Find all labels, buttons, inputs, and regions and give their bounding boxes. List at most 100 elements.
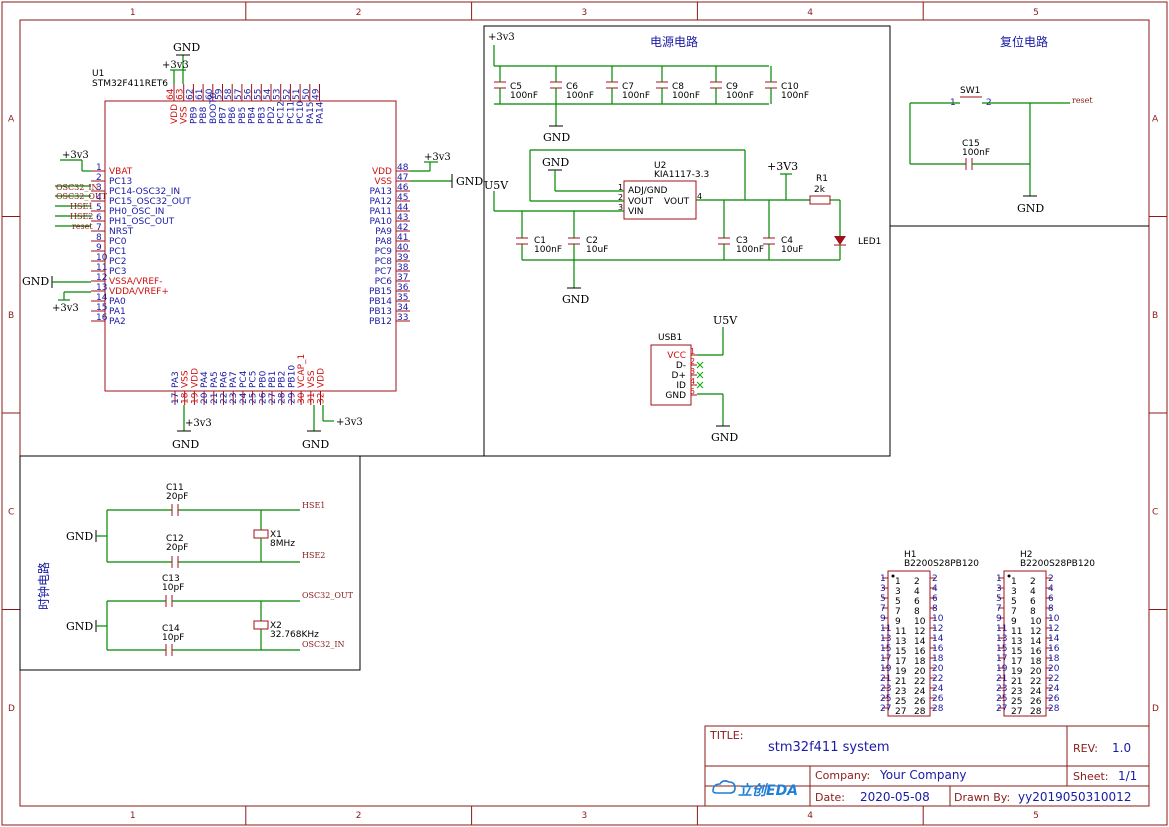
mcu-pin-name: PH0_OSC_IN [109,207,164,217]
mcu-pin-num: 3 [96,183,102,193]
header-pin-label: 25 [1011,697,1022,707]
mcu-pin-num: 45 [397,193,408,203]
header-pin-num: 16 [1048,644,1060,654]
title-label: TITLE: [709,729,743,742]
cap-value: 10uF [586,245,608,255]
mcu-pin-num: 22 [220,393,230,404]
usb-pin-name: ID [676,381,686,391]
header-pin-label: 20 [914,667,926,677]
header-pin-num: 4 [932,584,938,594]
cap-value: 100nF [534,245,562,255]
reg-pin2-name: VOUT [628,197,654,207]
mcu-pin-name: PA14 [316,101,326,124]
header-pin-num: 2 [1048,574,1054,584]
header-pin-num: 15 [880,644,891,654]
cap-ref: C5 [510,82,522,92]
header-pin-label: 28 [1030,707,1042,717]
mcu-pin-name: PB13 [369,307,392,317]
mcu-pin-name: VCAP_1 [297,354,307,388]
border-row-right: C [1152,507,1158,517]
header-pin-label: 11 [1011,627,1022,637]
header-pin-num: 3 [996,584,1002,594]
mcu-pin-name: VSS [180,106,190,124]
mcu-ref: U1 [92,69,104,79]
header-pin-label: 7 [1011,607,1017,617]
net-label-hse2: HSE2 [70,212,93,221]
mcu-pin-num: 1 [96,163,102,173]
cap-ref: C8 [672,82,684,92]
mcu-pin-name: NRST [109,227,134,237]
title-block: TITLE: stm32f411 system REV: 1.0 Company… [704,725,1150,807]
mcu-pin-name: PB10 [287,365,297,388]
mcu-pin-num: 23 [229,393,239,404]
net-hse2: HSE2 [302,551,325,560]
mcu-pin-num: 9 [96,243,102,253]
cap-value: 100nF [781,91,809,101]
v33-label-bottom1: +3v3 [185,418,212,429]
gnd-label-regcaps: GND [562,293,589,306]
reg-pin3-num: 3 [618,203,623,212]
mcu-pin-name: PC11 [286,101,296,124]
mcu-pin-name: VSS [307,370,317,388]
header-pin-num: 13 [996,634,1007,644]
c11-ref: C11 [166,483,184,493]
header-pin-label: 22 [914,677,925,687]
cap-value: 100nF [566,91,594,101]
mcu-pin-name: PB12 [369,317,392,327]
header-pin-label: 6 [914,597,920,607]
gnd-label-reg: GND [542,156,569,169]
header-pin-num: 20 [932,664,944,674]
mcu-pin-num: 62 [185,89,195,100]
usb-pin-num: 3 [690,367,695,376]
header-pin-label: 1 [895,577,901,587]
mcu-pin-name: PC12 [277,101,287,124]
usb-pin-num: 4 [690,377,695,386]
header-pin-label: 17 [1011,657,1022,667]
header-pin-label: 6 [1030,597,1036,607]
mcu-pin-num: 34 [397,303,409,313]
date-label: Date: [815,791,845,804]
net-label-hse1: HSE1 [70,202,93,211]
mcu-pin-num: 16 [96,313,108,323]
header-pin-num: 9 [880,614,886,624]
mcu-pin-num: 57 [234,89,244,100]
reg-pin1-num: 1 [618,183,623,192]
usb-pin-name: GND [665,391,686,401]
border-row-right: D [1152,704,1159,714]
mcu-pin-name: PA0 [109,297,126,307]
mcu-pin-name: PC5 [249,371,259,388]
header-pin-num: 22 [1048,674,1059,684]
mcu-pin-name: PB4 [248,106,258,124]
mcu-pin-name: PC15_OSC32_OUT [109,197,191,207]
border-col-top: 5 [1033,8,1039,18]
mcu-pin-name: PA3 [171,371,181,388]
header-pin-num: 11 [880,624,891,634]
header-pin-num: 3 [880,584,886,594]
header-pin-label: 19 [895,667,907,677]
mcu-pin-name: PC6 [375,277,393,287]
mcu-pin-num: 26 [258,392,268,404]
cap-ref: C3 [736,236,748,246]
header-pin-num: 5 [996,594,1002,604]
header-pin-label: 26 [1030,697,1042,707]
header-pin-num: 12 [1048,624,1059,634]
border-row-left: D [8,704,15,714]
border-col-top: 1 [130,8,136,18]
mcu-pin-num: 48 [397,163,409,173]
header-pin-num: 17 [880,654,891,664]
header-pin-label: 15 [895,647,906,657]
header-pin-num: 9 [996,614,1002,624]
mcu-pin-name: PC10 [296,101,306,124]
mcu-pin-num: 56 [244,88,254,100]
gnd-label-clock2: GND [66,620,93,633]
net-label-osc32-in: OSC32_IN [56,183,99,192]
c14-value: 10pF [162,633,184,643]
v33-label-top: +3v3 [162,60,189,71]
c15-value: 100nF [962,148,990,158]
mcu-pin-num: 6 [96,213,102,223]
header-pin-label: 27 [1011,707,1022,717]
gnd-label-top: GND [173,41,200,54]
